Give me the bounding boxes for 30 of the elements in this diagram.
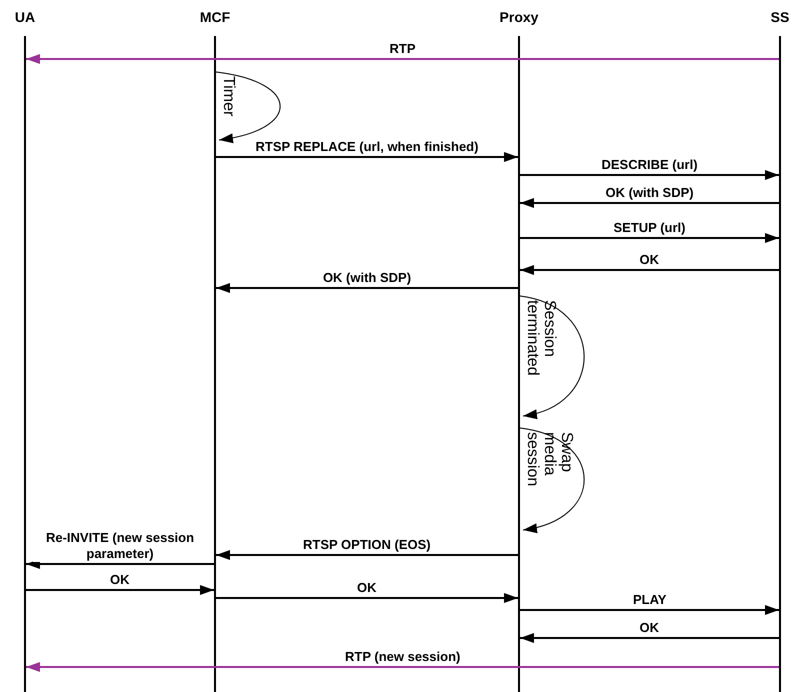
message-arrow: [216, 550, 518, 560]
message-arrow: [26, 54, 779, 64]
participant-label: UA: [14, 9, 36, 25]
message-arrow: [26, 559, 214, 569]
message-label: OK (with SDP): [604, 185, 696, 201]
self-message-arrow: [216, 72, 281, 143]
message-arrow: [520, 233, 779, 243]
self-message-arrow: [520, 296, 585, 418]
message-label: SETUP (url): [612, 220, 688, 236]
message-label: RTP (new session): [343, 649, 462, 665]
message-label: RTSP REPLACE (url, when finished): [254, 139, 480, 155]
message-label: RTSP OPTION (EOS): [301, 537, 433, 553]
message-arrow: [520, 265, 779, 275]
message-label: DESCRIBE (url): [600, 157, 700, 173]
message-label: Timer: [220, 76, 237, 118]
message-label: Swap media session: [524, 432, 575, 488]
message-arrow: [26, 662, 779, 672]
self-message-arrow: [520, 428, 585, 532]
message-arrow: [520, 198, 779, 208]
participant-label: SS: [770, 9, 790, 25]
message-arrow: [216, 152, 518, 162]
message-arrow: [520, 605, 779, 615]
participant-label: MCF: [200, 9, 230, 25]
participant-label: Proxy: [500, 9, 538, 25]
message-arrow: [520, 170, 779, 180]
message-arrow: [216, 593, 518, 603]
message-arrow: [520, 633, 779, 643]
message-label: Session terminated: [524, 300, 558, 378]
message-arrow: [216, 283, 518, 293]
message-arrow: [26, 585, 214, 595]
